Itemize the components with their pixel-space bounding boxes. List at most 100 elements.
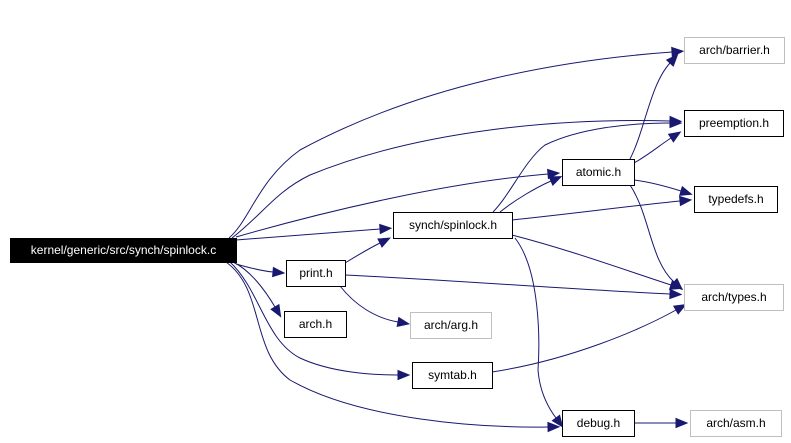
edge-line	[235, 228, 381, 241]
node-label: arch/arg.h	[424, 318, 478, 332]
node-label: preemption.h	[699, 116, 769, 130]
edge-arrowhead-icon	[671, 46, 685, 58]
edge-root-to-print	[235, 263, 286, 278]
edge-arrowhead-icon	[547, 168, 561, 180]
node-debug[interactable]: debug.h	[562, 410, 635, 437]
node-label: print.h	[299, 266, 332, 280]
edge-arrowhead-icon	[675, 417, 689, 429]
edge-root-to-synch-spinlock	[235, 223, 393, 241]
edge-synch-spinlock-to-atomic	[499, 176, 563, 213]
edge-arrowhead-icon	[672, 304, 687, 315]
edge-line	[511, 200, 681, 221]
edge-line	[225, 261, 549, 428]
edge-arrowhead-icon	[670, 277, 684, 291]
node-label: arch.h	[299, 317, 332, 331]
edge-print-to-arch-types	[344, 274, 683, 300]
edge-arrowhead-icon	[679, 185, 693, 196]
node-arch-barrier: arch/barrier.h	[684, 37, 785, 64]
node-arch-asm: arch/asm.h	[690, 410, 782, 437]
edge-arrowhead-icon	[377, 237, 391, 248]
edge-synch-spinlock-to-typedefs	[511, 195, 693, 221]
edge-line	[229, 261, 399, 376]
edge-arrowhead-icon	[679, 195, 693, 207]
node-box	[684, 110, 784, 137]
edge-line	[232, 261, 276, 308]
edge-arrowhead-icon	[270, 303, 282, 318]
edge-line	[228, 51, 673, 239]
node-box	[393, 212, 513, 239]
header-file-nodes: kernel/generic/src/synch/spinlock.c synch…	[10, 37, 785, 437]
node-box	[562, 410, 635, 437]
node-box	[284, 311, 347, 338]
node-box	[412, 362, 493, 389]
node-synch-spinlock[interactable]: synch/spinlock.h	[393, 212, 513, 239]
node-box	[286, 260, 346, 287]
node-label: atomic.h	[576, 165, 621, 179]
edge-print-to-synch-spinlock	[344, 237, 391, 264]
node-typedefs[interactable]: typedefs.h	[694, 186, 778, 213]
node-label: arch/asm.h	[706, 416, 765, 430]
node-box	[694, 186, 778, 213]
node-label: arch/barrier.h	[699, 43, 770, 57]
edge-arrowhead-icon	[396, 316, 411, 328]
edge-arrowhead-icon	[272, 266, 286, 278]
edge-arrowhead-icon	[667, 131, 682, 143]
edge-line	[629, 62, 671, 160]
edge-line	[491, 309, 677, 373]
node-box	[690, 410, 782, 437]
edge-line	[344, 242, 381, 264]
dependency-edges	[225, 46, 693, 433]
edge-arrowhead-icon	[665, 53, 679, 67]
node-print[interactable]: print.h	[286, 260, 346, 287]
node-arch-arg: arch/arg.h	[410, 312, 492, 339]
edge-line	[492, 122, 671, 213]
node-box	[684, 284, 784, 311]
edge-line	[629, 184, 675, 283]
edge-arrowhead-icon	[551, 414, 564, 428]
node-root[interactable]: kernel/generic/src/synch/spinlock.c	[10, 238, 237, 263]
edge-arrowhead-icon	[547, 421, 561, 433]
edge-line	[344, 274, 671, 295]
node-symtab[interactable]: symtab.h	[412, 362, 493, 389]
edge-atomic-to-preemption	[633, 131, 682, 164]
edge-arrowhead-icon	[669, 288, 683, 300]
edge-root-to-debug	[225, 261, 561, 433]
node-arch[interactable]: arch.h	[284, 311, 347, 338]
node-box	[10, 238, 237, 263]
edge-synch-spinlock-to-arch-types	[511, 234, 683, 290]
node-arch-types: arch/types.h	[684, 284, 784, 311]
edge-line	[339, 285, 399, 323]
edge-line	[633, 137, 672, 164]
edge-arrowhead-icon	[548, 176, 563, 186]
edge-print-to-arch-arg	[339, 285, 411, 328]
edge-symtab-to-arch-types	[491, 304, 687, 373]
edge-root-to-atomic	[235, 168, 561, 238]
node-box	[684, 37, 785, 64]
node-box	[562, 159, 635, 186]
node-label: typedefs.h	[708, 192, 763, 206]
edge-line	[514, 237, 557, 419]
edge-arrowhead-icon	[669, 117, 683, 129]
edge-line	[235, 173, 549, 238]
edge-line	[633, 179, 682, 192]
edge-line	[499, 180, 552, 213]
edge-root-to-symtab	[229, 261, 411, 381]
edge-synch-spinlock-to-preemption	[492, 117, 683, 213]
edge-line	[231, 120, 671, 239]
edge-synch-spinlock-to-debug	[514, 237, 564, 428]
node-label: debug.h	[577, 416, 620, 430]
node-preemption[interactable]: preemption.h	[684, 110, 784, 137]
node-label: synch/spinlock.h	[409, 218, 497, 232]
edge-atomic-to-typedefs	[633, 179, 693, 196]
node-label: symtab.h	[428, 368, 477, 382]
node-atomic[interactable]: atomic.h	[562, 159, 635, 186]
edge-line	[511, 234, 672, 286]
edge-atomic-to-arch-types	[629, 184, 684, 291]
node-label: kernel/generic/src/synch/spinlock.c	[31, 243, 216, 257]
edge-line	[235, 263, 274, 273]
node-box	[410, 312, 492, 339]
edge-arrowhead-icon	[397, 369, 411, 381]
edge-atomic-to-arch-barrier	[629, 53, 679, 160]
edge-root-to-arch-barrier	[228, 46, 685, 239]
